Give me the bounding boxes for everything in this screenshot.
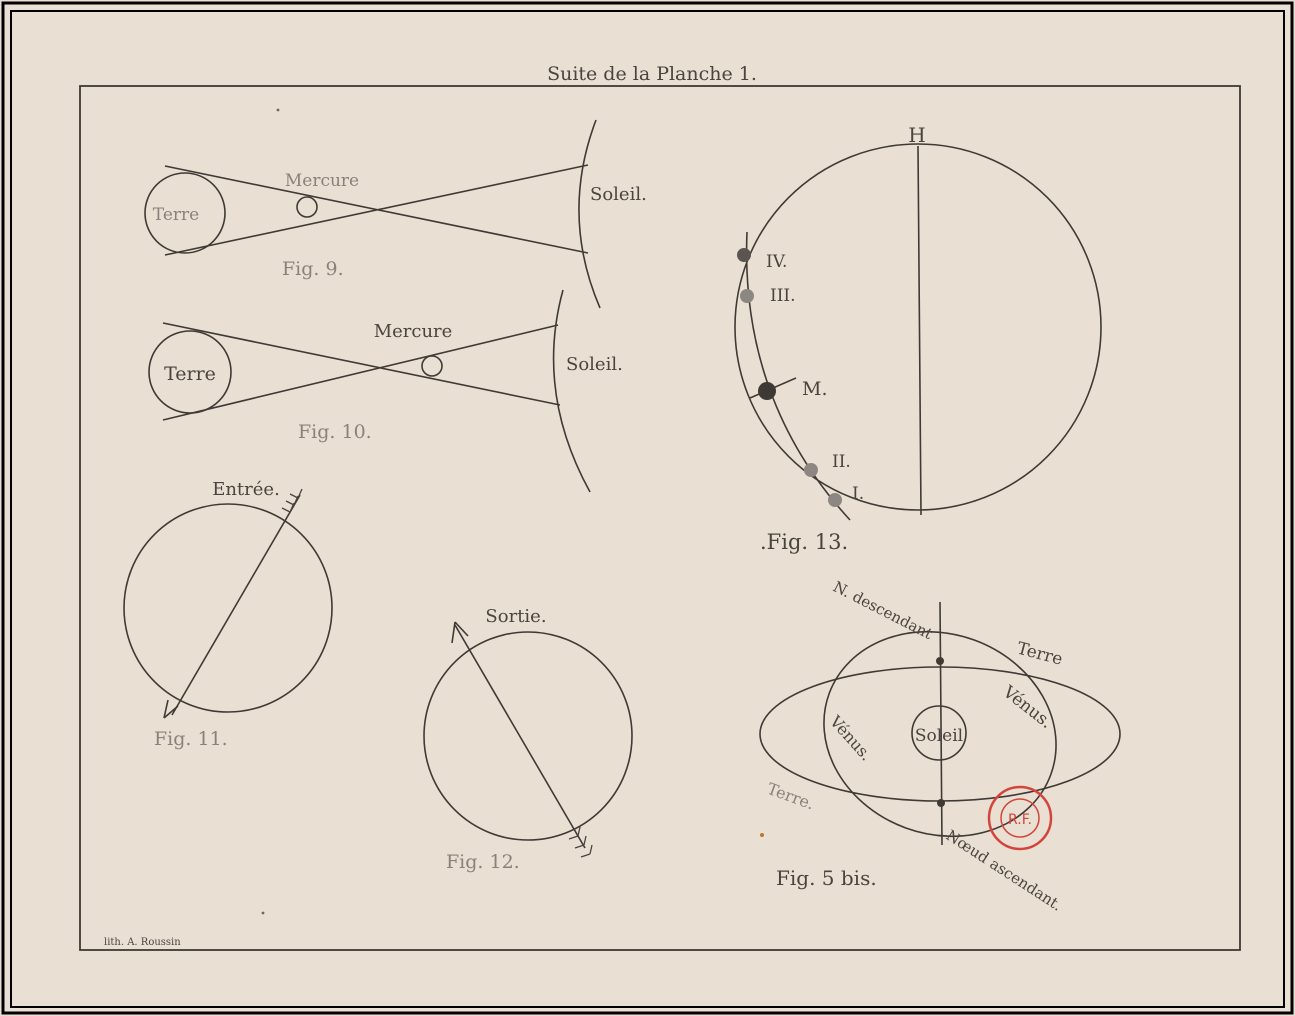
- fig9-earth-label: Terre: [153, 205, 199, 225]
- fig11-caption: Fig. 11.: [154, 728, 228, 750]
- fig10-sun-label: Soleil.: [566, 354, 623, 375]
- fig12-sun-disc: [423, 631, 633, 841]
- fig9-mercury-label: Mercure: [285, 171, 359, 191]
- fig11-arrow-head: [163, 699, 179, 719]
- fig13-planet-iii: [740, 289, 754, 303]
- fig9-caption: Fig. 9.: [282, 258, 344, 280]
- stamp-outer-ring: [987, 785, 1053, 851]
- paper-speck: [760, 833, 764, 837]
- fig10-ray-lower: [162, 324, 559, 421]
- fig9-mercury-disc: [296, 196, 318, 218]
- library-stamp: R.F.: [987, 785, 1053, 851]
- fig13-label-i: I.: [852, 484, 864, 504]
- fig9-earth-circle: [144, 172, 226, 254]
- fig9-sun-label: Soleil.: [590, 184, 647, 205]
- fig13-axis-line: [917, 145, 922, 516]
- fig11-sun-disc: [123, 503, 333, 713]
- fig5bis-earth-label-right: Terre: [1015, 639, 1065, 670]
- fig5bis-descending-node: [936, 657, 944, 665]
- fig5bis-node-line: [939, 601, 943, 846]
- fig13-transit-chord: [745, 231, 851, 521]
- fig13-diagram: H IV. III. M. II. I. .Fig. 13.: [734, 123, 1102, 554]
- stamp-center-text: R.F.: [1008, 812, 1032, 828]
- fig11-transit-path: [171, 494, 301, 716]
- fig12-diagram: Sortie. Fig. 12.: [423, 606, 633, 873]
- fig13-sun-disc: [734, 143, 1102, 511]
- fig10-diagram: Terre Mercure Soleil. Fig. 10.: [148, 289, 623, 493]
- fig10-caption: Fig. 10.: [298, 421, 372, 443]
- fig10-earth-label: Terre: [164, 363, 216, 385]
- fig11-arrow-fletching: [281, 488, 303, 513]
- fig5bis-ascending-node: [937, 799, 945, 807]
- fig9-diagram: Terre Mercure Soleil. Fig. 9.: [144, 119, 647, 309]
- fig5bis-sun-label: Soleil: [915, 726, 963, 746]
- fig13-caption: .Fig. 13.: [760, 530, 848, 554]
- fig10-sun-limb: [552, 289, 591, 493]
- fig10-ray-upper: [162, 322, 561, 406]
- lithographer-credit: lith. A. Roussin: [104, 937, 181, 948]
- fig5bis-caption: Fig. 5 bis.: [776, 866, 877, 890]
- fig9-ray-lower: [164, 164, 589, 256]
- fig13-label-iv: IV.: [766, 252, 787, 272]
- fig12-transit-path: [454, 624, 586, 849]
- fig13-planet-m: [758, 382, 776, 400]
- fig5bis-diagram: Soleil N. descendant Nœud ascendant. Ter…: [759, 578, 1121, 915]
- fig13-label-m: M.: [802, 378, 828, 400]
- fig10-mercury-label: Mercure: [374, 321, 453, 342]
- fig5bis-descending-node-label: N. descendant: [830, 578, 935, 644]
- fig5bis-sun-disc: [911, 705, 967, 761]
- fig13-label-ii: II.: [832, 452, 851, 472]
- stamp-inner-ring: [1000, 798, 1040, 838]
- fig13-planet-i: [828, 493, 842, 507]
- plate-title: Suite de la Planche 1.: [547, 63, 757, 85]
- fig11-diagram: Entrée. Fig. 11.: [123, 479, 333, 750]
- paper-speck: [261, 911, 265, 915]
- fig12-arrow-fletching: [568, 826, 593, 858]
- paper-speck: [276, 108, 280, 112]
- fig13-label-iii: III.: [770, 286, 796, 306]
- fig12-caption: Fig. 12.: [446, 851, 520, 873]
- fig9-sun-limb: [578, 119, 601, 309]
- fig13-planet-iv: [737, 248, 751, 262]
- fig10-mercury-disc: [421, 355, 443, 377]
- fig12-exit-label: Sortie.: [485, 606, 546, 627]
- fig5bis-ascending-node-label: Nœud ascendant.: [943, 826, 1066, 914]
- fig13-top-label: H: [908, 123, 925, 147]
- fig13-planet-ii: [804, 463, 818, 477]
- fig5bis-venus-orbit: [823, 630, 1057, 838]
- fig5bis-venus-label-left: Vénus.: [825, 711, 876, 764]
- fig12-arrow-head: [451, 621, 469, 644]
- plate-border: [79, 85, 1241, 951]
- fig11-entry-label: Entrée.: [212, 479, 280, 500]
- fig5bis-earth-label-left: Terre.: [765, 779, 817, 814]
- inner-frame: [10, 10, 1285, 1008]
